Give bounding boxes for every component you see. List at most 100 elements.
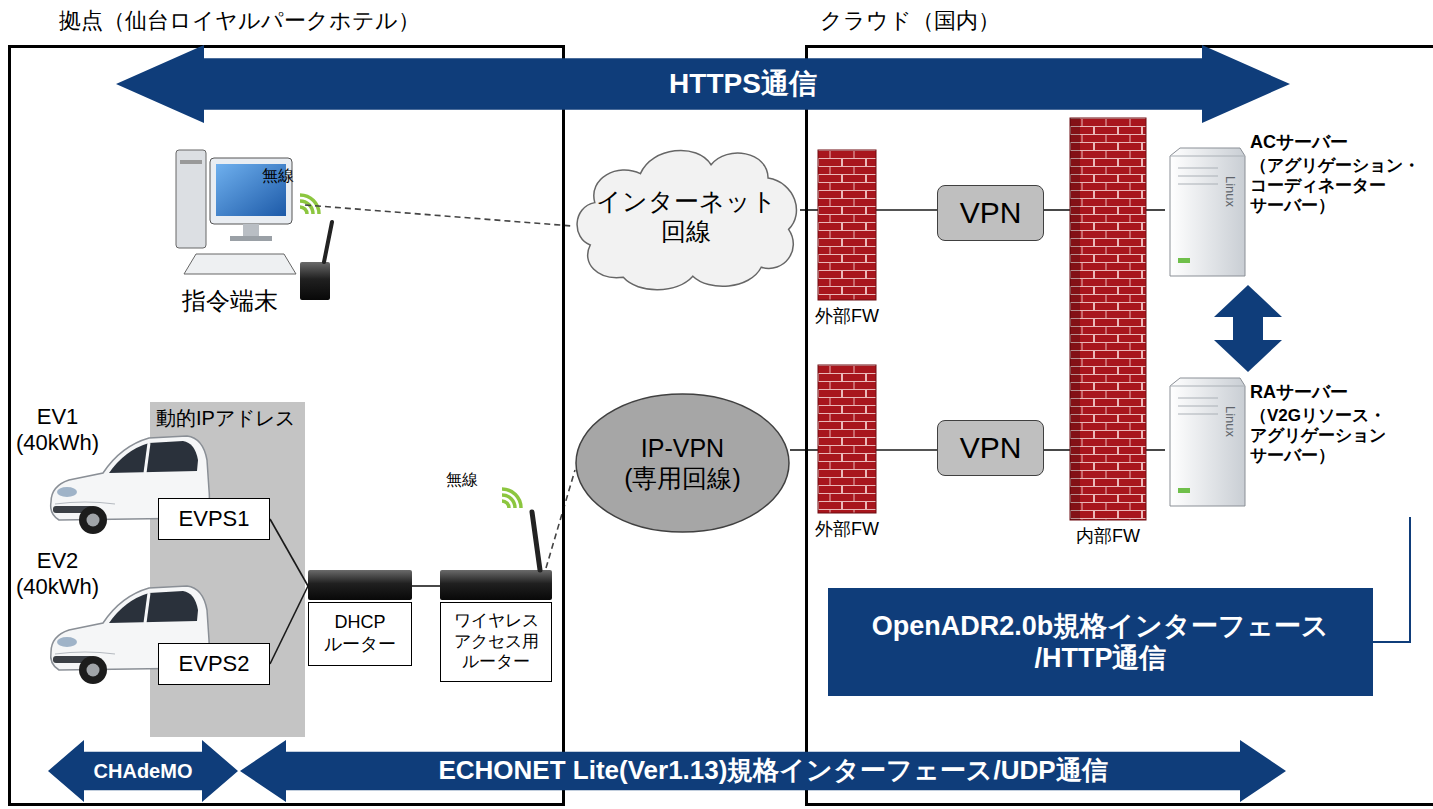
brick-wall xyxy=(818,365,876,513)
region-title: クラウド（国内） xyxy=(820,8,1000,34)
interface-label: OpenADR2.0b規格インターフェース /HTTP通信 xyxy=(872,610,1330,675)
router-antenna xyxy=(532,512,540,570)
command-terminal: 指令端末 xyxy=(165,140,305,318)
server-exchange-arrow xyxy=(1233,317,1263,340)
openadr-box: OpenADR2.0b規格インターフェース /HTTP通信 xyxy=(828,588,1373,696)
pc-illustration xyxy=(176,150,332,300)
dhcp-router: DHCP ルーター xyxy=(308,568,412,666)
network-name: インターネット 回線 xyxy=(596,186,777,246)
server-description: （V2Gリソース・ アグリゲーション サーバー） xyxy=(1250,406,1386,467)
network-line xyxy=(1146,209,1165,211)
server-icon xyxy=(1170,148,1245,276)
server-led xyxy=(1178,488,1190,493)
router-label-box: DHCP ルーター xyxy=(308,602,412,666)
server-led xyxy=(1178,258,1190,263)
server-icon xyxy=(1170,378,1245,506)
wireless-router: ワイヤレス アクセス用 ルーター xyxy=(440,568,552,682)
os-watermark-anchor: Linux xyxy=(1238,176,1269,192)
cloud-outline xyxy=(577,150,796,289)
wireless-label: 無線 xyxy=(262,166,294,185)
os-watermark: Linux xyxy=(1222,406,1238,437)
server-name: ACサーバー xyxy=(1250,132,1348,154)
external-firewall-shape xyxy=(818,150,876,300)
wall-shading xyxy=(1070,118,1080,520)
site-region: 拠点（仙台ロイヤルパークホテル）指令端末動的IPアドレスEVPS1EVPS2DH… xyxy=(8,45,565,806)
internal-firewall-shape xyxy=(1070,118,1146,520)
vehicle-label-anchor: EV1 (40kWh) xyxy=(16,404,99,457)
dynamic-ip-area: 動的IPアドレス EVPS1EVPS2 xyxy=(150,402,305,737)
wireless-label-anchor: 無線 xyxy=(262,166,294,185)
vpn-label: VPN xyxy=(960,195,1022,231)
echonet-arrow: ECHONET Lite(Ver1.13)規格インターフェース/UDP通信 xyxy=(240,740,1286,802)
vehicle-label-anchor: EV2 (40kWh) xyxy=(16,548,99,601)
firewall-label: 内部FW xyxy=(1076,526,1140,548)
device-name: EVPS1 xyxy=(179,506,250,532)
device-name: DHCP ルーター xyxy=(324,612,396,655)
device-name: ワイヤレス アクセス用 ルーター xyxy=(454,611,539,672)
network-line xyxy=(1044,449,1070,451)
pc-stand-base xyxy=(230,236,272,241)
https-arrow: HTTPS通信 xyxy=(116,45,1290,123)
wireless-link xyxy=(305,205,572,226)
lan-cable xyxy=(270,519,308,586)
ac-server: ACサーバー（アグリゲーション・ コーディネーター サーバー） xyxy=(1165,130,1433,285)
external-firewall: 外部FW xyxy=(818,365,876,513)
internet-cloud-shape xyxy=(572,138,800,294)
external-firewall: 外部FW xyxy=(818,150,876,300)
network-line xyxy=(800,209,818,211)
lan-cable xyxy=(270,586,308,664)
brick-wall xyxy=(1070,118,1146,520)
vpn-box: VPN xyxy=(937,185,1044,241)
router-illustration xyxy=(308,489,552,600)
pc-tower xyxy=(176,150,206,248)
router-antenna xyxy=(324,222,332,262)
ip-vpn-ellipse-shape xyxy=(575,393,790,533)
lan-cable xyxy=(412,585,440,587)
wireless-link xyxy=(546,470,575,568)
double-arrow-fill xyxy=(116,45,1290,123)
ip-vpn-ellipse: IP-VPN (専用回線) xyxy=(575,393,790,533)
vehicle-label: EV2 (40kWh) xyxy=(16,548,99,601)
brick-wall xyxy=(818,150,876,300)
interface-label: CHAdeMO xyxy=(94,759,193,783)
external-firewall-shape xyxy=(818,365,876,513)
server-name: RAサーバー xyxy=(1250,382,1348,404)
vpn-box: VPN xyxy=(937,420,1044,476)
vehicle-label: EV1 (40kWh) xyxy=(16,404,99,457)
wifi-symbol xyxy=(300,195,319,214)
wireless-label-anchor: 無線 xyxy=(446,470,478,489)
chademo-arrow: CHAdeMO xyxy=(48,740,238,802)
router-label-box: ワイヤレス アクセス用 ルーター xyxy=(440,602,552,682)
internal-firewall: 内部FW xyxy=(1070,118,1146,520)
server-case xyxy=(1170,378,1245,506)
evps-box: EVPS1 xyxy=(158,498,270,540)
ra-server: RAサーバー（V2Gリソース・ アグリゲーション サーバー） xyxy=(1165,372,1433,517)
network-line xyxy=(1044,209,1070,211)
vpn-label: VPN xyxy=(960,430,1022,466)
double-arrow-fill xyxy=(48,740,238,802)
region-title: 拠点（仙台ロイヤルパークホテル） xyxy=(59,8,420,34)
device-name: EVPS2 xyxy=(179,651,250,677)
protocol-label: HTTPS通信 xyxy=(669,67,817,101)
network-line xyxy=(876,209,937,211)
interface-label: ECHONET Lite(Ver1.13)規格インターフェース/UDP通信 xyxy=(438,755,1107,786)
network-line xyxy=(1146,449,1165,451)
internet-cloud: インターネット 回線 xyxy=(572,138,800,294)
server-case xyxy=(1170,148,1245,276)
pc-keyboard xyxy=(184,254,296,274)
os-watermark-anchor: Linux xyxy=(1238,406,1269,422)
device-name: 指令端末 xyxy=(182,287,278,316)
dhcp-router-body xyxy=(308,570,412,600)
area-label: 動的IPアドレス xyxy=(156,406,305,430)
wifi-symbol xyxy=(502,489,521,508)
pc-stand xyxy=(243,224,259,236)
pc-tower-slot xyxy=(180,160,202,164)
firewall-label: 外部FW xyxy=(815,519,879,541)
double-arrow-fill xyxy=(240,740,1286,802)
interface-leader xyxy=(1373,517,1410,642)
router-body xyxy=(300,262,330,300)
wireless-router-body xyxy=(440,570,552,600)
evps-box: EVPS2 xyxy=(158,643,270,685)
os-watermark: Linux xyxy=(1222,176,1238,207)
